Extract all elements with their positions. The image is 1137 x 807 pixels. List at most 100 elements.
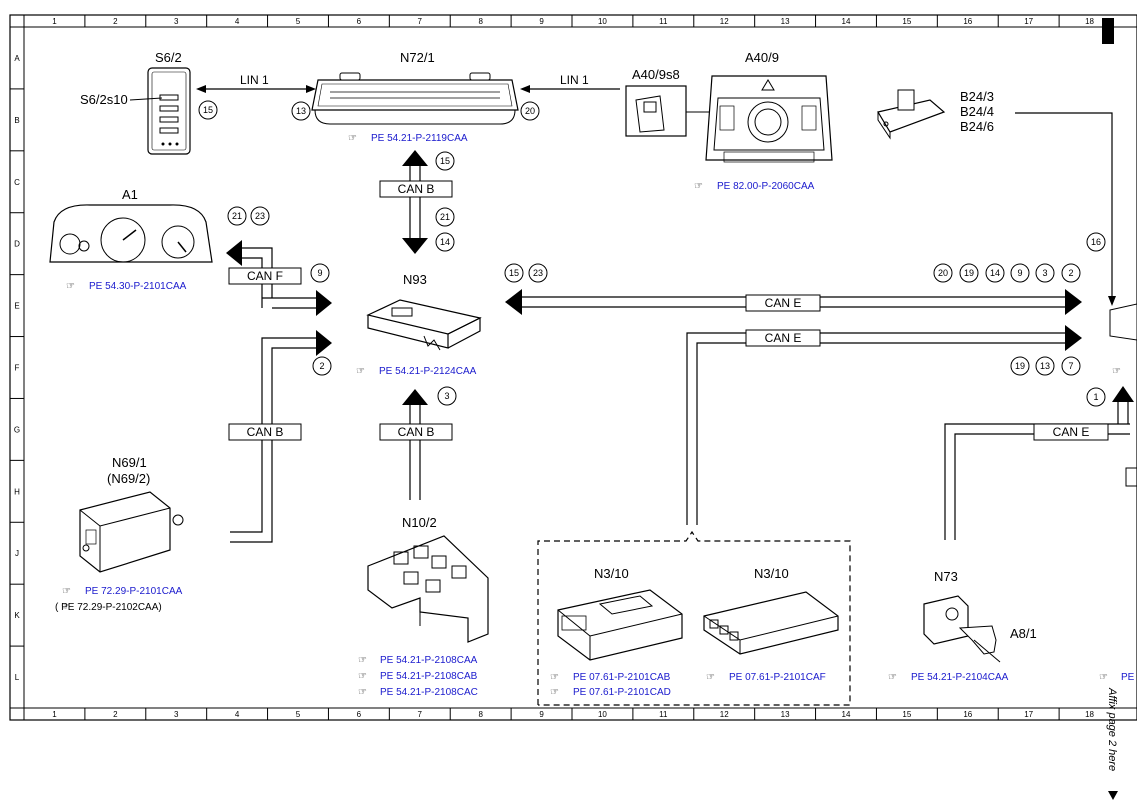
connection-number: 15 [440, 156, 450, 166]
can-e-right-bus [944, 386, 1134, 540]
grid-column-label: 13 [781, 17, 790, 26]
ref-a1-icon: ☞ [66, 281, 75, 292]
connection-circle [435, 207, 455, 227]
connection-circle [985, 263, 1005, 283]
connection-number: 21 [440, 212, 450, 222]
bus-tag-can-e-mid [745, 329, 821, 347]
grid-column-label: 14 [842, 17, 851, 26]
connection-number: 9 [1017, 268, 1022, 278]
grid-row-label: K [14, 611, 20, 620]
connection-circle [291, 101, 311, 121]
component-label-b24-4: B24/4 [960, 104, 994, 119]
a40-9-display-unit-icon [705, 75, 833, 163]
connection-number: 15 [509, 268, 519, 278]
connection-circle [435, 151, 455, 171]
connection-number: 3 [1042, 268, 1047, 278]
ref-n10-2-a-icon: ☞ [358, 655, 367, 666]
lin1-left-arrow-head [196, 85, 206, 93]
grid-column-label: 3 [174, 17, 179, 26]
bus-label-can-b-left: CAN B [247, 425, 284, 439]
grid-column-label: 8 [478, 710, 483, 719]
ref-n3-10-a2: PE 07.61-P-2101CAD [573, 687, 671, 698]
component-label-b24-6: B24/6 [960, 119, 994, 134]
connection-circle [435, 232, 455, 252]
grid-column-label: 5 [296, 710, 301, 719]
connection-number: 23 [533, 268, 543, 278]
ref-n10-2-c: PE 54.21-P-2108CAC [380, 687, 478, 698]
svg-text:☞: ☞ [1112, 366, 1121, 377]
component-label-n73: N73 [934, 569, 958, 584]
grid-column-label: 11 [659, 17, 668, 26]
grid-column-label: 4 [235, 17, 240, 26]
ref-n72-1: PE 54.21-P-2119CAA [371, 133, 468, 144]
component-label-n69-2: (N69/2) [107, 471, 150, 486]
bus-label-can-e-mid: CAN E [765, 331, 802, 345]
n3-10-control-unit-alt-icon [703, 591, 839, 655]
connection-number: 2 [1068, 268, 1073, 278]
connection-circle [1010, 263, 1030, 283]
ref-n3-10-a1: PE 07.61-P-2101CAB [573, 672, 671, 683]
grid-column-label: 16 [963, 17, 972, 26]
n72-1-control-panel-icon [311, 72, 519, 125]
grid-row-label: H [14, 487, 20, 496]
connection-number: 23 [255, 211, 265, 221]
component-label-s6-2s10: S6/2s10 [80, 92, 128, 107]
connection-circle [959, 263, 979, 283]
connection-number: 16 [1091, 237, 1101, 247]
component-label-n10-2: N10/2 [402, 515, 437, 530]
connection-circle [312, 356, 332, 376]
component-label-b24-3: B24/3 [960, 89, 994, 104]
component-label-a8-1: A8/1 [1010, 626, 1037, 641]
b24-signal-arrow [1108, 296, 1116, 306]
grid-column-label: 8 [478, 17, 483, 26]
connection-number: 2 [319, 361, 324, 371]
ref-n72-1-icon: ☞ [348, 133, 357, 144]
ref-n69-1: PE 72.29-P-2101CAA [85, 586, 183, 597]
connection-circle [437, 386, 457, 406]
bus-tag-can-b-top [379, 180, 453, 198]
connection-number: 13 [1040, 361, 1050, 371]
connection-circle [250, 206, 270, 226]
b24-sensor-icon [877, 89, 946, 140]
grid-row-label: L [15, 673, 20, 682]
grid-column-label: 7 [418, 17, 423, 26]
diagram-frame [9, 14, 1137, 721]
grid-column-label: 2 [113, 17, 118, 26]
component-label-n69-1: N69/1 [112, 455, 147, 470]
ref-n3-10-b: PE 07.61-P-2101CAF [729, 672, 826, 683]
grid-column-label: 17 [1024, 17, 1033, 26]
connection-circle [1086, 232, 1106, 252]
ref-a1: PE 54.30-P-2101CAA [89, 281, 187, 292]
n3-10-variant-group [537, 530, 851, 706]
bus-tag-can-b-center [379, 423, 453, 441]
grid-column-label: 13 [781, 710, 790, 719]
connection-circle [504, 263, 524, 283]
connection-circle [1061, 263, 1081, 283]
ref-n3-10-a1-icon: ☞ [550, 672, 559, 683]
connection-number: 21 [232, 211, 242, 221]
top-right-page-marker-icon [1102, 18, 1114, 44]
component-label-n72-1: N72/1 [400, 50, 435, 65]
grid-column-label: 1 [52, 710, 57, 719]
connection-circle [1035, 263, 1055, 283]
grid-column-label: 12 [720, 710, 729, 719]
grid-row-label: B [14, 116, 19, 125]
connection-number: 20 [938, 268, 948, 278]
grid-column-label: 1 [52, 17, 57, 26]
connection-number: 20 [525, 106, 535, 116]
ref-edge: PE [1121, 672, 1135, 683]
bus-tag-can-b-left [228, 423, 302, 441]
connection-number: 19 [1015, 361, 1025, 371]
grid-column-label: 16 [963, 710, 972, 719]
ref-n10-2-b-icon: ☞ [358, 671, 367, 682]
n69-1-module-icon [79, 491, 184, 573]
grid-column-label: 6 [357, 17, 362, 26]
connection-number: 14 [990, 268, 1000, 278]
s6-2-switch-panel-icon [147, 67, 191, 155]
connection-number: 9 [317, 268, 322, 278]
bus-label-can-e-right: CAN E [1053, 425, 1090, 439]
component-label-a40-9s8: A40/9s8 [632, 67, 680, 82]
lin1-left-arrow-tail [306, 85, 316, 93]
connection-number: 19 [964, 268, 974, 278]
